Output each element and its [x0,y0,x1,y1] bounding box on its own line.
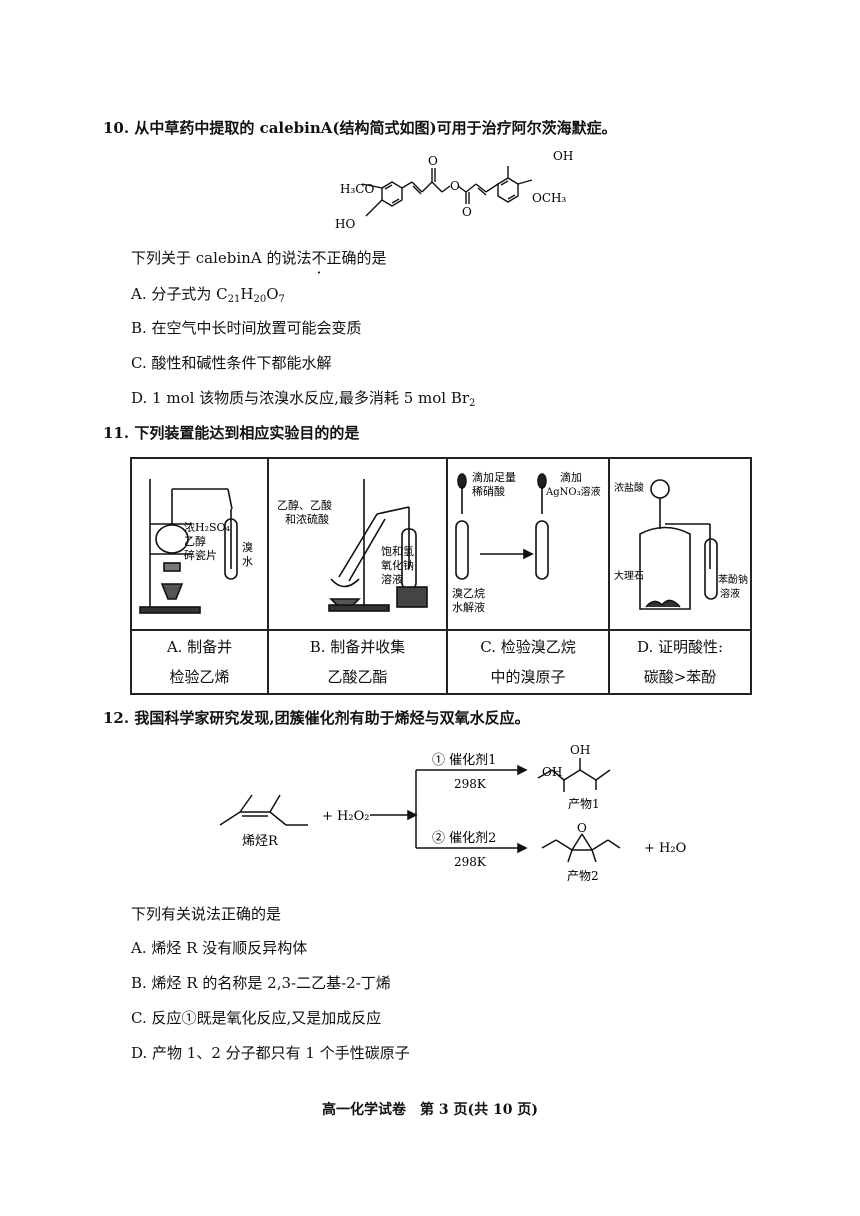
alkene-r-label: 烯烃R [242,834,279,849]
condition-2: ② 催化剂2 [432,831,496,846]
product-2-label: 产物2 [567,869,599,883]
q10-stem: 10. 从中草药中提取的 calebinA(结构简式如图)可用于治疗阿尔茨海默症… [103,119,617,137]
caption-b[interactable]: B. 制备并收集乙酸乙酯 [267,629,448,695]
h3co-label: H₃CO [340,182,374,196]
label-phenoxide: 苯酚钠 [718,573,748,586]
caption-a[interactable]: A. 制备并检验乙烯 [130,629,269,695]
ketone-o-label: O [428,154,438,168]
epoxide-o-label: O [577,821,587,835]
label-solution-d: 溶液 [720,587,740,600]
label-water: 水 [242,555,253,568]
q12-option-c[interactable]: C. 反应①既是氧化反应,又是加成反应 [131,1009,382,1027]
label-hydrolysate: 水解液 [452,600,485,614]
label-bromoethane: 溴乙烷 [452,586,485,600]
q11-stem: 11. 下列装置能达到相应实验目的的是 [103,424,360,442]
temp-2: 298K [454,855,487,869]
label-naoh: 氧化钠 [381,558,414,572]
oh-left-label: OH [542,765,562,779]
caption-d[interactable]: D. 证明酸性:碳酸>苯酚 [608,629,752,695]
label-add-nitric: 滴加足量 [472,470,516,484]
apparatus-b-drawing: 乙醇、乙酸 和浓硫酸 饱和氢 氧化钠 溶液 [277,479,428,612]
apparatus-b: 乙醇、乙酸 和浓硫酸 饱和氢 氧化钠 溶液 [267,457,448,631]
apparatus-d-drawing: 浓盐酸 大理石 苯酚钠 溶液 [614,479,748,610]
apparatus-c: 滴加足量 稀硝酸 滴加 AgNO₃溶液 溴乙烷 水解液 [446,457,610,631]
oh-label: OH [553,149,573,163]
condition-1: ① 催化剂1 [432,753,496,768]
q10-question: 下列关于 calebinA 的说法不正确的是 [131,247,386,268]
page-footer: 高一化学试卷 第 3 页(共 10 页) [322,1102,538,1118]
q10-option-c[interactable]: C. 酸性和碱性条件下都能水解 [131,354,332,372]
q12-option-a[interactable]: A. 烯烃 R 没有顺反异构体 [131,939,308,957]
label-dilute-nitric: 稀硝酸 [472,484,505,498]
q10-option-d[interactable]: D. 1 mol 该物质与浓溴水反应,最多消耗 5 mol Br2 [131,389,476,409]
temp-1: 298K [454,777,487,791]
q12-option-b[interactable]: B. 烯烃 R 的名称是 2,3-二乙基-2-丁烯 [131,974,391,992]
label-ethanol: 乙醇 [184,534,206,548]
caption-c[interactable]: C. 检验溴乙烷中的溴原子 [446,629,610,695]
label-add: 滴加 [560,470,582,484]
label-porcelain: 碎瓷片 [184,548,217,562]
apparatus-a-drawing: 浓H₂SO₄ 乙醇 碎瓷片 溴 水 [139,479,253,614]
label-conc-h2so4: 浓H₂SO₄ [184,521,231,534]
label-reactants: 乙醇、乙酸 [277,498,332,512]
q10-option-a[interactable]: A. 分子式为 C21H20O7 [131,285,285,305]
apparatus-table: 浓H₂SO₄ 乙醇 碎瓷片 溴 水 [130,457,752,695]
apparatus-c-drawing: 滴加足量 稀硝酸 滴加 AgNO₃溶液 溴乙烷 水解液 [452,470,601,614]
ho-label: HO [335,217,355,231]
label-agno3: AgNO₃溶液 [545,485,601,498]
label-bromine: 溴 [242,540,253,554]
reaction-scheme: + H₂O₂ 烯烃R ① 催化剂1 298K ② 催化剂2 298K OH OH… [219,743,686,883]
plus-h2o: + H₂O [644,841,686,856]
label-sat: 饱和氢 [381,544,414,558]
calebin-a-structure: H₃CO HO O O O OH OCH₃ [335,149,573,231]
q12-option-d[interactable]: D. 产物 1、2 分子都只有 1 个手性碳原子 [131,1044,410,1062]
apparatus-a: 浓H₂SO₄ 乙醇 碎瓷片 溴 水 [130,457,269,631]
ester-o-label: O [450,179,460,193]
och3-label: OCH₃ [532,191,566,205]
oh-top-label: OH [570,743,590,757]
q12-question: 下列有关说法正确的是 [131,905,282,923]
q10-option-b[interactable]: B. 在空气中长时间放置可能会变质 [131,319,362,337]
plus-h2o2: + H₂O₂ [322,809,369,824]
label-conc-acid: 和浓硫酸 [285,512,329,526]
apparatus-d: 浓盐酸 大理石 苯酚钠 溶液 [608,457,752,631]
label-solution-b: 溶液 [381,572,403,586]
label-marble: 大理石 [614,569,644,582]
label-conc-hcl: 浓盐酸 [614,481,644,494]
q12-stem: 12. 我国科学家研究发现,团簇催化剂有助于烯烃与双氧水反应。 [103,709,530,727]
product-1-label: 产物1 [568,797,600,811]
carbonyl-o-label: O [462,205,472,219]
